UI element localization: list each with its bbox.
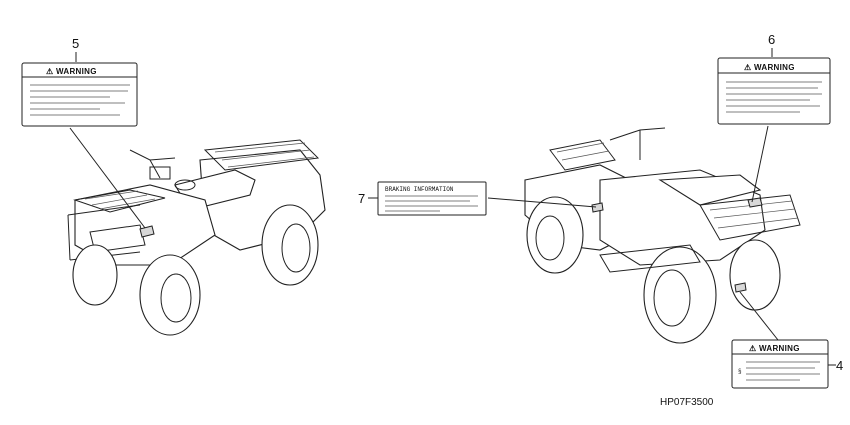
part-number-4: 4 bbox=[836, 358, 843, 373]
atv-rear-right-view bbox=[524, 127, 801, 344]
label-callout-7: 7 BRAKING INFORMATION bbox=[358, 181, 597, 216]
warning-label-4-title: ⚠ WARNING bbox=[749, 344, 800, 353]
label-position-6 bbox=[747, 197, 763, 208]
part-number-6: 6 bbox=[768, 32, 775, 47]
warning-label-6-title: ⚠ WARNING bbox=[744, 63, 795, 72]
part-number-5: 5 bbox=[72, 36, 79, 51]
label-position-5 bbox=[139, 225, 155, 238]
label-callout-4: ⚠ WARNING § 4 bbox=[731, 291, 843, 389]
label-callout-6: 6 ⚠ WARNING bbox=[717, 32, 831, 203]
label-position-7 bbox=[591, 202, 604, 213]
braking-info-label-title: BRAKING INFORMATION bbox=[385, 186, 454, 193]
atv-front-left-view bbox=[67, 139, 326, 336]
warning-label-4-glyph: § bbox=[738, 368, 742, 375]
warning-label-5-title: ⚠ WARNING bbox=[46, 67, 97, 76]
diagram-code: HP07F3500 bbox=[660, 397, 714, 408]
label-callout-5: 5 ⚠ WARNING bbox=[21, 36, 146, 229]
label-position-4 bbox=[734, 282, 747, 293]
part-number-7: 7 bbox=[358, 191, 365, 206]
